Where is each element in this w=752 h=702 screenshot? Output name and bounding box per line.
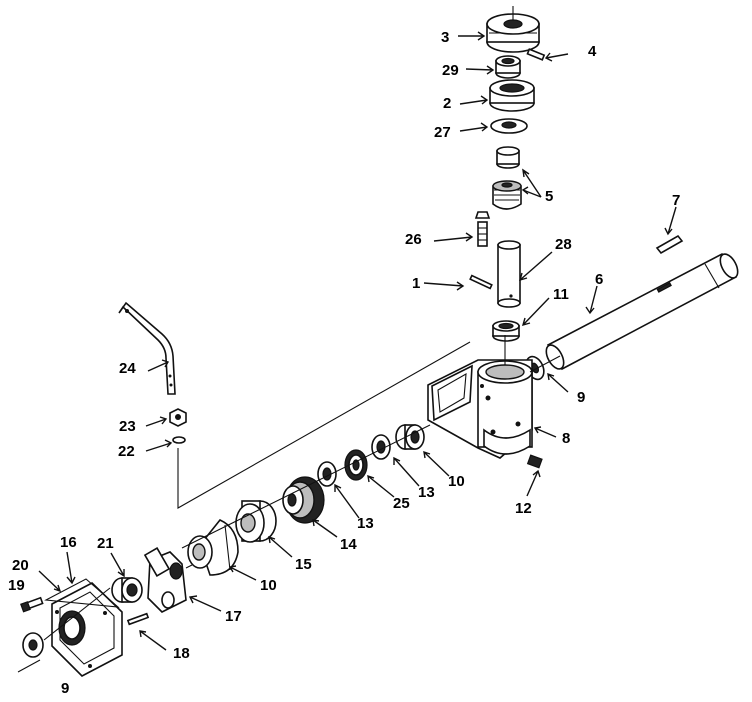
callout-2: 2 bbox=[443, 95, 451, 112]
callout-11: 11 bbox=[553, 286, 569, 303]
part-18-pin bbox=[126, 612, 150, 626]
callout-9-right: 9 bbox=[577, 389, 585, 406]
part-1-pin bbox=[469, 274, 493, 290]
callout-22: 22 bbox=[118, 443, 135, 460]
part-6-shaft bbox=[545, 252, 739, 371]
callout-29: 29 bbox=[442, 62, 459, 79]
part-17-yoke bbox=[143, 547, 187, 613]
callout-3: 3 bbox=[441, 29, 449, 46]
part-29-bushing bbox=[495, 55, 521, 79]
callout-10-left: 21 bbox=[97, 535, 114, 552]
callout-9-left: 9 bbox=[61, 680, 69, 697]
callout-28: 28 bbox=[555, 236, 572, 253]
part-10-bearing-right bbox=[395, 424, 425, 450]
part-13-washer-a bbox=[371, 434, 391, 460]
callout-10-right: 10 bbox=[448, 473, 465, 490]
callout-23: 23 bbox=[119, 418, 136, 435]
callout-15: 15 bbox=[295, 556, 312, 573]
part-14-gear bbox=[282, 476, 325, 524]
part-2-bearing bbox=[489, 79, 535, 112]
part-24-lever bbox=[118, 301, 176, 395]
part-10-bearing-left bbox=[111, 577, 143, 603]
part-9-washer-left bbox=[22, 632, 44, 658]
callout-25: 25 bbox=[393, 495, 410, 512]
callout-12: 12 bbox=[515, 500, 532, 517]
part-3-pulley bbox=[486, 6, 540, 53]
part-23-nut bbox=[169, 408, 187, 427]
callout-18: 18 bbox=[173, 645, 190, 662]
part-4-key bbox=[526, 48, 546, 61]
callout-labels: 3 4 29 2 27 5 7 26 28 1 6 11 24 9 23 8 2… bbox=[8, 29, 680, 697]
callout-7: 7 bbox=[672, 192, 680, 209]
callout-19: 19 bbox=[8, 577, 25, 594]
callout-5: 5 bbox=[545, 188, 553, 205]
part-5-gear-upper bbox=[496, 146, 520, 169]
callout-27: 27 bbox=[434, 124, 451, 141]
callout-8: 8 bbox=[562, 430, 570, 447]
part-5-gear-lower bbox=[492, 180, 522, 210]
part-12-setscrew bbox=[526, 454, 543, 469]
part-20-gasket bbox=[44, 578, 120, 608]
callout-17: 17 bbox=[225, 608, 242, 625]
part-15-hub bbox=[235, 500, 277, 543]
callout-21: 16 bbox=[60, 534, 77, 551]
part-21-cover bbox=[51, 582, 123, 677]
callout-14: 14 bbox=[340, 536, 357, 553]
part-13-washer-b bbox=[317, 461, 337, 487]
assembly-lines bbox=[17, 335, 561, 673]
callout-6: 6 bbox=[595, 271, 603, 288]
leader-arrows bbox=[38, 31, 677, 651]
part-19-bolt bbox=[20, 596, 44, 613]
part-27-washer bbox=[490, 118, 528, 134]
part-8-housing bbox=[427, 359, 533, 459]
part-11-bearing bbox=[492, 320, 520, 342]
callout-13-b: 13 bbox=[357, 515, 374, 532]
callout-4: 4 bbox=[588, 43, 597, 60]
callout-26: 26 bbox=[405, 231, 422, 248]
callout-16: 10 bbox=[260, 577, 277, 594]
callout-20: 20 bbox=[12, 557, 29, 574]
part-7-key bbox=[655, 234, 684, 255]
part-22-washer bbox=[172, 436, 186, 444]
part-26-fitting bbox=[474, 211, 491, 247]
callout-24: 24 bbox=[119, 360, 136, 377]
callout-1: 1 bbox=[412, 275, 420, 292]
callout-13-a: 13 bbox=[418, 484, 435, 501]
part-28-shaft bbox=[497, 240, 521, 308]
